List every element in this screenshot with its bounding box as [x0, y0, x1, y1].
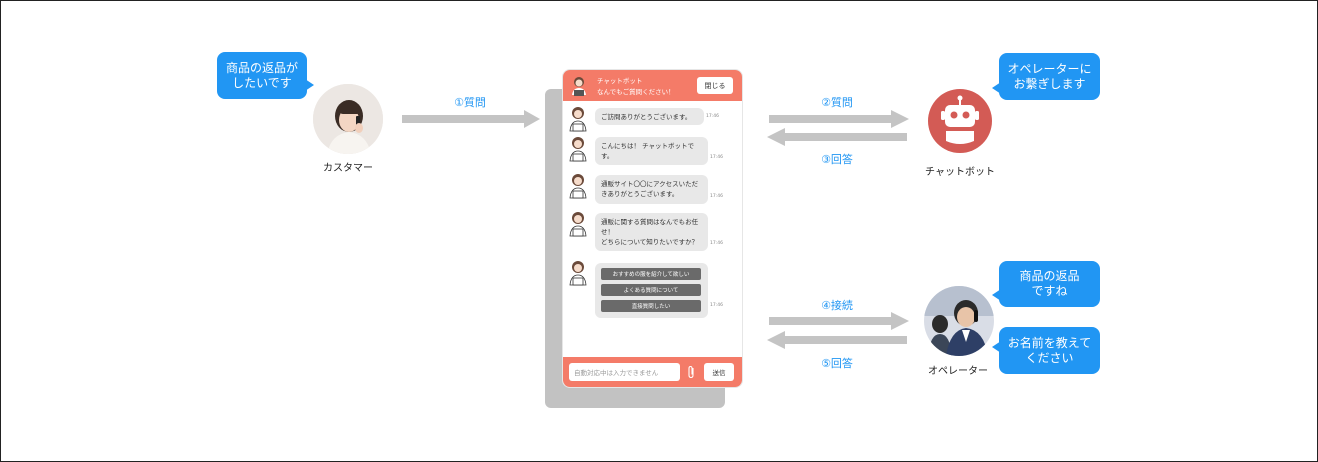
operator-mini-avatar-icon — [572, 77, 586, 96]
chat-message: 通販に関する質問はなんでもお任 せ！ どちらについて知りたいですか？ — [595, 213, 708, 251]
option-button-direct-question[interactable]: 直接質問したい — [601, 300, 701, 312]
chat-message: ご訪問ありがとうございます。 — [595, 108, 704, 125]
customer-speech-bubble: 商品の返品が したいです — [217, 52, 314, 99]
arrow-operator-to-chat — [767, 331, 907, 349]
step4-label: ④接続 — [821, 299, 853, 312]
customer-avatar — [313, 84, 383, 154]
chatbot-label: チャットボット — [925, 167, 995, 178]
operator-avatar — [924, 286, 994, 356]
step5-label: ⑤回答 — [821, 357, 853, 370]
chat-window: チャットボット なんでもご質問ください！ 閉じる ご訪問ありがとうございます。 … — [563, 70, 742, 387]
operator-label: オペレーター — [928, 366, 988, 377]
message-timestamp: 17:46 — [710, 241, 723, 246]
bot-message-avatar-icon — [569, 137, 587, 162]
bot-message-avatar-icon — [569, 212, 587, 237]
bot-message-avatar-icon — [569, 261, 587, 286]
customer-photo-icon — [313, 84, 383, 154]
send-button[interactable]: 送信 — [704, 363, 734, 381]
chat-message: 通販サイト〇〇にアクセスいただ きありがとうございます。 — [595, 175, 708, 204]
arrow-chat-to-chatbot — [769, 110, 909, 128]
message-timestamp: 17:46 — [710, 303, 723, 308]
operator-speech-bubble-2: お名前を教えて ください — [992, 327, 1100, 374]
step2-label: ②質問 — [821, 96, 853, 109]
chat-header: チャットボット なんでもご質問ください！ 閉じる — [563, 70, 742, 101]
robot-icon — [928, 89, 992, 153]
chat-close-button[interactable]: 閉じる — [697, 77, 733, 94]
arrow-customer-to-chat — [402, 110, 540, 128]
bot-message-avatar-icon — [569, 174, 587, 199]
option-button-faq[interactable]: よくある質問について — [601, 284, 701, 296]
message-timestamp: 17:46 — [710, 155, 723, 160]
message-timestamp: 17:46 — [710, 194, 723, 199]
arrow-chatbot-to-chat — [767, 128, 907, 146]
paperclip-icon[interactable] — [686, 365, 696, 379]
operator-speech-bubble-1: 商品の返品 ですね — [992, 261, 1100, 307]
chatbot-speech-bubble: オペレーターに お繋ぎします — [992, 53, 1100, 100]
option-button-recommend[interactable]: おすすめの服を紹介して欲しい — [601, 268, 701, 280]
chat-footer: 自動対応中は入力できません 送信 — [563, 357, 742, 387]
chat-input[interactable]: 自動対応中は入力できません — [569, 363, 680, 381]
chat-header-title: チャットボット — [597, 77, 643, 85]
step1-label: ①質問 — [454, 96, 486, 109]
step3-label: ③回答 — [821, 153, 853, 166]
operator-photo-icon — [924, 286, 994, 356]
bot-message-avatar-icon — [569, 107, 587, 132]
chat-message: こんにちは！ チャットボットで す。 — [595, 137, 708, 165]
chat-header-subtitle: なんでもご質問ください！ — [597, 88, 675, 96]
arrow-chat-to-operator — [769, 312, 909, 330]
message-timestamp: 17:46 — [706, 114, 719, 119]
customer-label: カスタマー — [323, 163, 373, 174]
